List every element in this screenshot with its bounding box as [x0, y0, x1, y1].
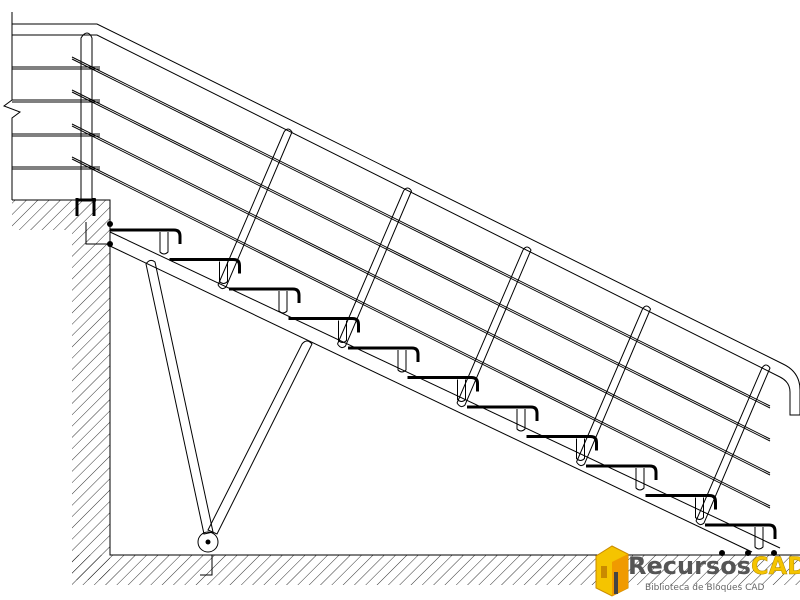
diagonal-rail	[71, 89, 771, 440]
svg-text:Biblioteca de Bloques CAD: Biblioteca de Bloques CAD	[645, 583, 765, 593]
diagonal-rail	[71, 56, 771, 407]
diagonal-rail	[71, 123, 771, 474]
concrete-structure	[12, 199, 800, 585]
baluster	[576, 305, 652, 467]
stair-tread	[407, 376, 479, 402]
baluster	[217, 128, 293, 290]
diagonal-rail-edge	[71, 125, 771, 476]
stair-tread	[110, 228, 182, 255]
newel-post	[75, 32, 96, 216]
diagonal-rail	[71, 156, 771, 507]
stair-tread	[348, 346, 420, 373]
stair-tread	[467, 405, 539, 432]
handrail	[12, 23, 800, 416]
recursoscad-logo: RecursosCAD Biblioteca de Bloques CAD	[595, 545, 800, 597]
stair-tread	[526, 435, 598, 461]
bottom-anchors	[719, 550, 777, 556]
left-wall-break	[2, 12, 22, 200]
pivot-joint	[197, 531, 219, 553]
baluster	[337, 187, 413, 349]
baluster	[695, 364, 771, 526]
stair-tread	[229, 287, 301, 314]
diagonal-rail-edge	[71, 91, 771, 442]
balusters	[217, 128, 771, 526]
stair-tread	[705, 523, 777, 550]
svg-text:RecursosCAD: RecursosCAD	[628, 552, 800, 580]
diagonal-rail-edge	[71, 158, 771, 509]
stair-tread	[645, 494, 717, 520]
support-struts	[145, 259, 313, 576]
baluster	[456, 246, 532, 408]
stair-tread	[586, 464, 658, 491]
stair-treads	[110, 228, 777, 550]
diagonal-rail-edge	[71, 58, 771, 409]
railing-bars	[12, 56, 771, 509]
